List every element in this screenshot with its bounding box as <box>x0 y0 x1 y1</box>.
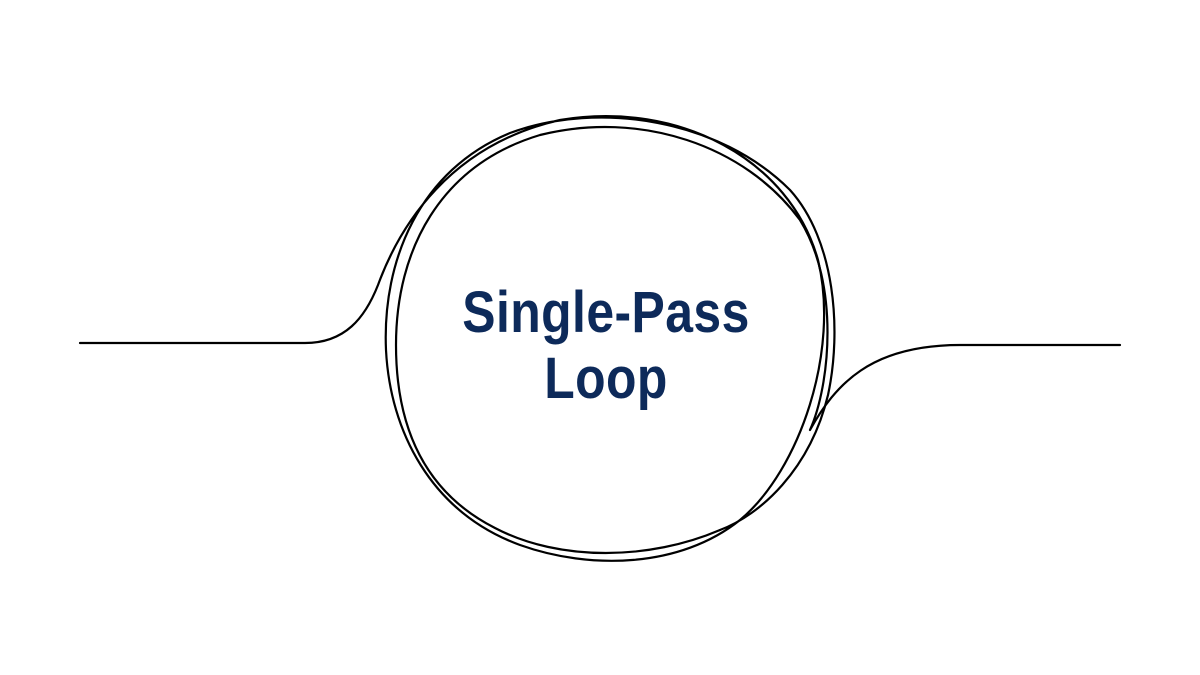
entry-line <box>78 115 836 562</box>
inner-loop-and-exit <box>394 125 1122 555</box>
title-line-2: Loop <box>544 346 668 411</box>
diagram-title: Single-Pass Loop <box>429 280 783 412</box>
title-line-1: Single-Pass <box>462 280 750 345</box>
